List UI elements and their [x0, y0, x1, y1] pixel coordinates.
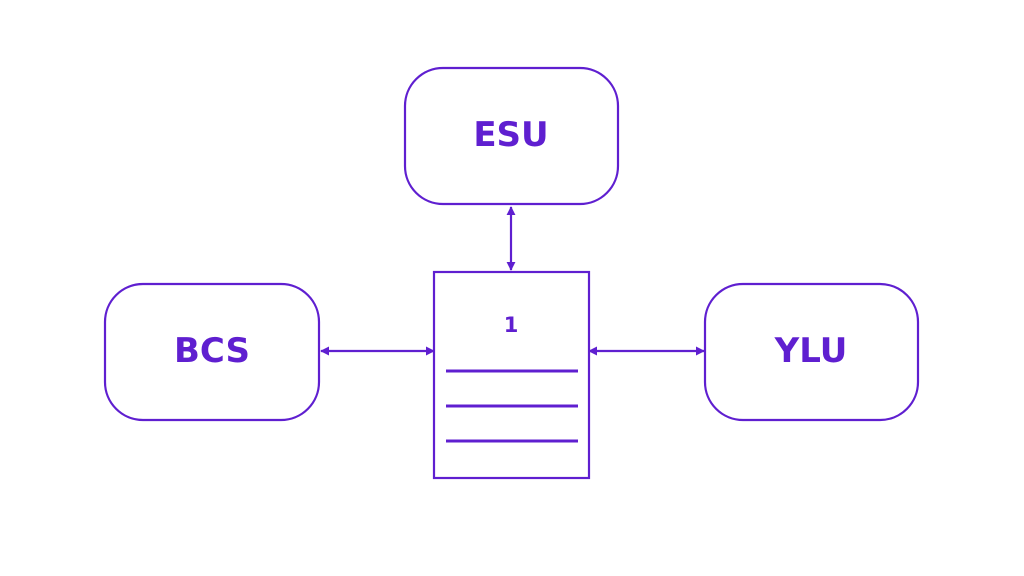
document-node: 1 — [432, 270, 591, 480]
node-ylu: YLU — [703, 282, 920, 422]
node-esu: ESU — [403, 66, 620, 206]
node-bcs-label: BCS — [174, 331, 250, 371]
node-esu-box — [403, 66, 620, 206]
node-ylu-label: YLU — [774, 331, 848, 371]
document-lines — [446, 369, 578, 443]
node-bcs-box — [103, 282, 321, 422]
document-box — [432, 270, 591, 480]
node-ylu-box — [703, 282, 920, 422]
document-label: 1 — [504, 313, 519, 337]
node-bcs: BCS — [103, 282, 321, 422]
node-esu-label: ESU — [473, 115, 548, 155]
